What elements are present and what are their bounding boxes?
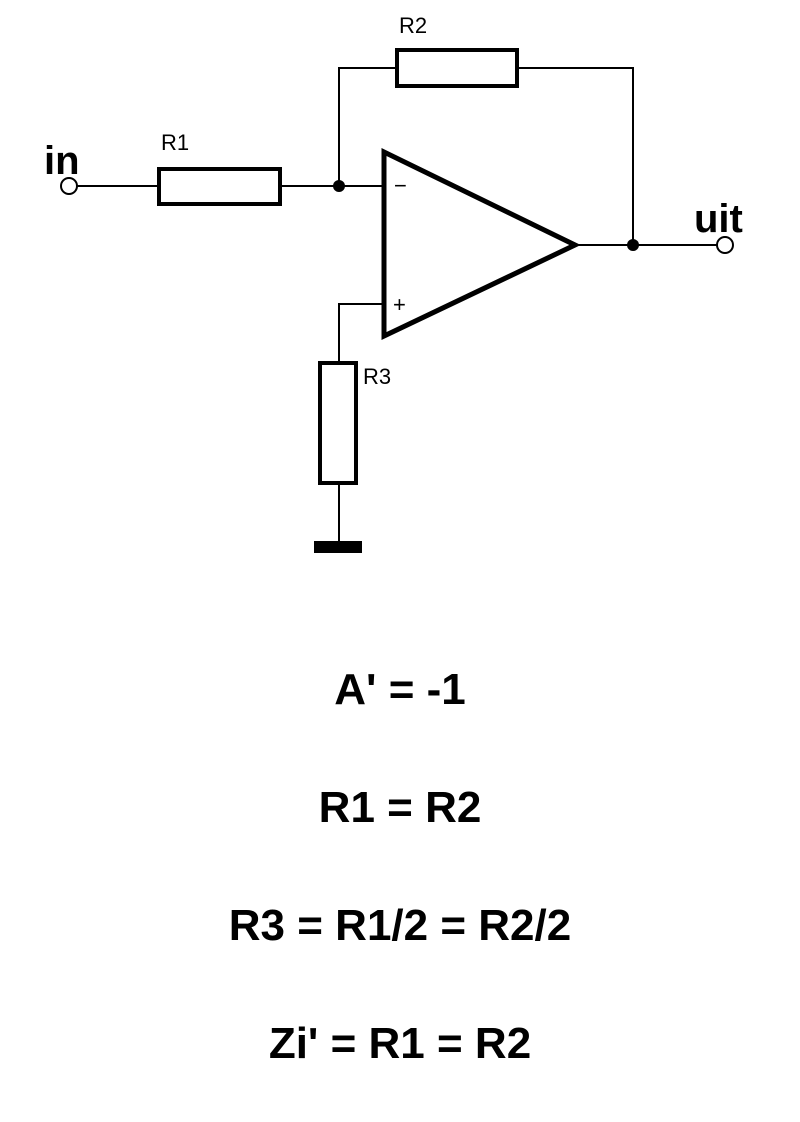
input-label: in bbox=[44, 139, 80, 183]
label-r2: R2 bbox=[399, 13, 427, 38]
noninverting-input-sign: + bbox=[393, 292, 406, 317]
label-r1: R1 bbox=[161, 130, 189, 155]
wire-feedback-right bbox=[517, 67, 634, 245]
equation-gain: A' = -1 bbox=[334, 665, 466, 714]
equation-r1-r2: R1 = R2 bbox=[318, 783, 482, 832]
resistor-r1 bbox=[157, 167, 282, 206]
wire-noninverting bbox=[338, 303, 386, 363]
equation-input-impedance: Zi' = R1 = R2 bbox=[268, 1019, 532, 1068]
opamp-triangle bbox=[381, 148, 581, 340]
output-label: uit bbox=[694, 197, 743, 241]
equation-r3: R3 = R1/2 = R2/2 bbox=[228, 901, 572, 950]
resistor-r2 bbox=[395, 48, 519, 88]
opamp-schematic: in uit R1 R2 R3 − + bbox=[44, 13, 743, 553]
inverting-input-sign: − bbox=[394, 173, 407, 198]
output-terminal bbox=[716, 236, 734, 254]
input-terminal bbox=[60, 177, 78, 195]
label-r3: R3 bbox=[363, 364, 391, 389]
wire-feedback-left bbox=[338, 67, 397, 186]
ground-symbol bbox=[314, 541, 362, 553]
junction-node-input bbox=[333, 180, 345, 192]
equations-block: A' = -1 R1 = R2 R3 = R1/2 = R2/2 Zi' = R… bbox=[0, 650, 800, 1122]
resistor-r3 bbox=[318, 361, 358, 485]
junction-node-output bbox=[627, 239, 639, 251]
